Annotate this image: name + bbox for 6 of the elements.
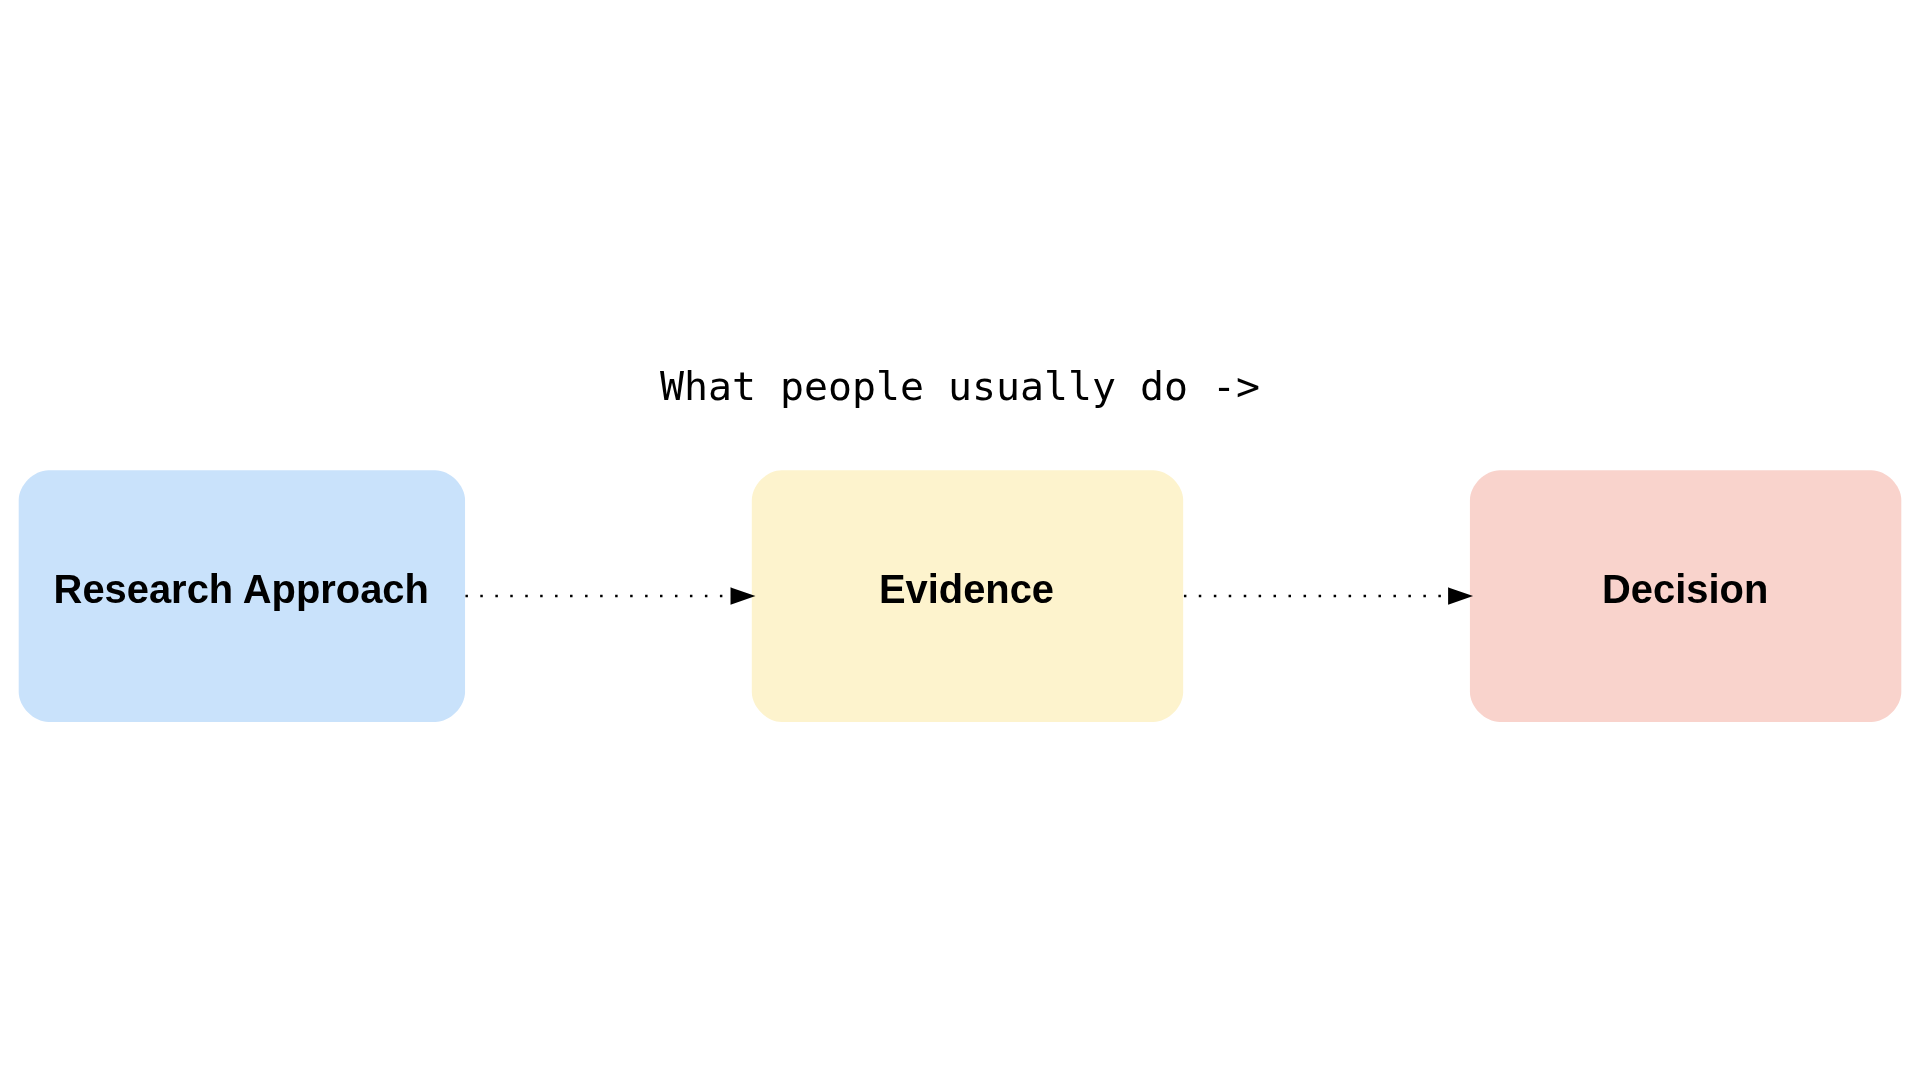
arrow <box>465 587 756 605</box>
node-box: Research Approach <box>18 470 466 723</box>
node-box: Decision <box>1469 470 1902 723</box>
node-box: Evidence <box>751 470 1184 723</box>
diagram-title: What people usually do -> <box>659 362 1261 409</box>
arrow <box>1183 587 1474 605</box>
